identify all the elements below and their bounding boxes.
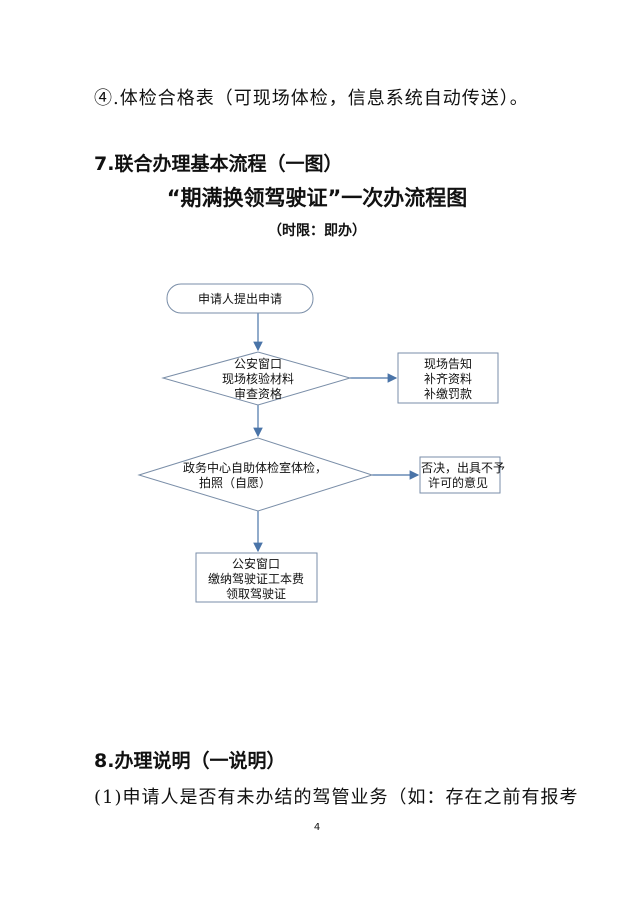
section-heading-7: 7.联合办理基本流程（一图） (94, 153, 343, 175)
r1-line-1: 现场告知 (424, 357, 472, 371)
result-box-1 (397, 352, 499, 404)
d1-line-2: 现场核验材料 (222, 371, 294, 386)
r1-line-2: 补齐资料 (424, 371, 472, 386)
paragraph-item-1: (1)申请人是否有未办结的驾管业务（如：存在之前有报考 (94, 787, 579, 808)
start-label: 申请人提出申请 (198, 291, 282, 306)
end-line-3: 领取驾驶证 (226, 586, 286, 601)
r2-line-1: 否决，出具不予 (421, 461, 505, 475)
end-line-2: 缴纳驾驶证工本费 (208, 571, 304, 586)
d1-line-1: 公安窗口 (234, 356, 282, 371)
end-box (195, 552, 318, 603)
result-box-2 (419, 456, 501, 494)
paragraph-item-4: ④.体检合格表（可现场体检，信息系统自动传送）。 (94, 88, 529, 109)
decision-1 (161, 351, 352, 406)
d2-line-1: 政务中心自助体检室体检， (183, 460, 327, 475)
r1-line-3: 补缴罚款 (424, 386, 472, 401)
page-number: 4 (313, 822, 321, 833)
flowchart-subtitle: （时限：即办） (268, 223, 366, 239)
section-heading-8: 8.办理说明（一说明） (94, 750, 286, 772)
decision-2 (137, 437, 374, 512)
start-node (166, 283, 314, 314)
d2-line-2: 拍照（自愿） (199, 475, 271, 490)
flowchart-title: “期满换领驾驶证”一次办流程图 (166, 186, 468, 210)
end-line-1: 公安窗口 (232, 556, 280, 571)
d1-line-3: 审查资格 (234, 386, 282, 401)
r2-line-2: 许可的意见 (428, 475, 488, 490)
